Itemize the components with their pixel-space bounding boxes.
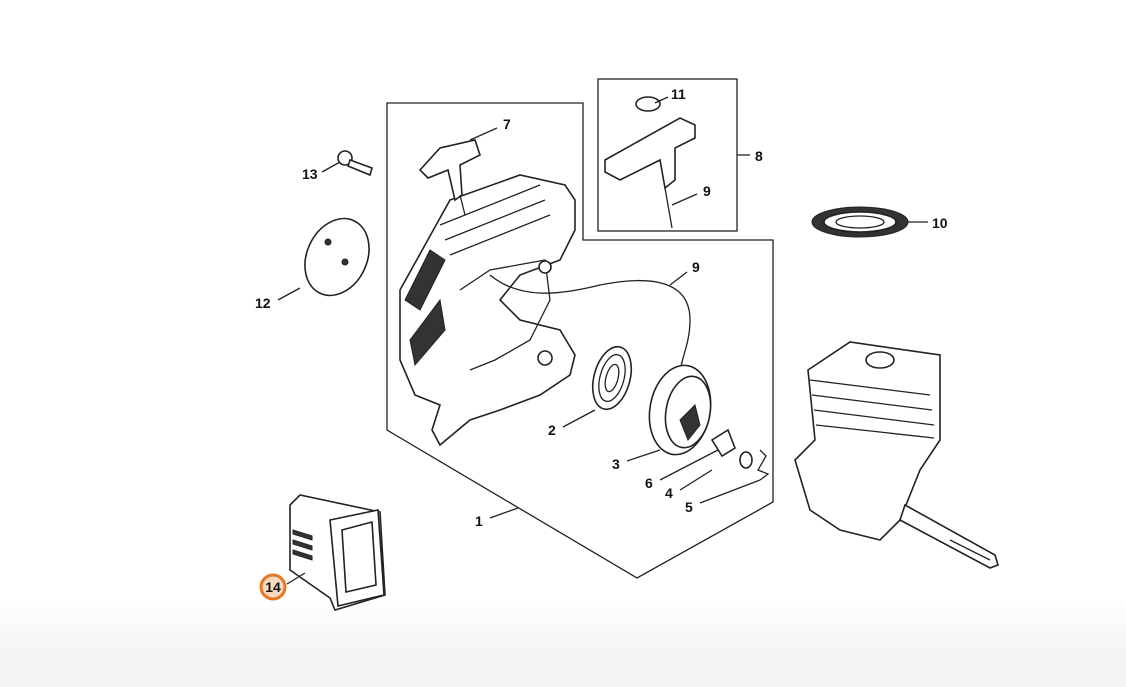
- starter-housing-part[interactable]: [399, 174, 576, 447]
- callout-13[interactable]: 13: [302, 166, 318, 182]
- callout-6[interactable]: 6: [645, 475, 653, 491]
- cover-disc-part[interactable]: [293, 208, 381, 306]
- shroud-part-14[interactable]: [289, 494, 386, 611]
- callout-11[interactable]: 11: [671, 86, 686, 102]
- assembly-1-outline: [386, 102, 774, 579]
- spring-clip-part[interactable]: [757, 449, 770, 481]
- callout-12[interactable]: 12: [255, 295, 271, 311]
- rope-rotor-part[interactable]: [643, 360, 718, 459]
- engine-block: [794, 341, 999, 569]
- callout-1[interactable]: 1: [475, 513, 483, 529]
- grip-cap-part[interactable]: [635, 96, 661, 112]
- callout-10[interactable]: 10: [932, 215, 948, 231]
- callout-9-rope[interactable]: 9: [692, 259, 700, 275]
- callout-2[interactable]: 2: [548, 422, 556, 438]
- callout-14-label: 14: [265, 579, 281, 595]
- grip-assembly-part[interactable]: [604, 117, 696, 229]
- screw-part[interactable]: [337, 150, 373, 177]
- washer-part[interactable]: [739, 451, 753, 469]
- callout-14-highlighted[interactable]: 14: [259, 573, 287, 601]
- starter-grip-part[interactable]: [418, 139, 481, 216]
- callout-4[interactable]: 4: [665, 485, 673, 501]
- callout-8[interactable]: 8: [755, 148, 763, 164]
- callout-3[interactable]: 3: [612, 456, 620, 472]
- starter-rope-part[interactable]: [489, 274, 691, 376]
- callout-7[interactable]: 7: [503, 116, 511, 132]
- rewind-spring-part[interactable]: [586, 342, 637, 413]
- leader-lines: [277, 96, 928, 585]
- callout-5[interactable]: 5: [685, 499, 693, 515]
- recoil-spring-part[interactable]: [811, 206, 909, 238]
- pawl-part[interactable]: [710, 428, 736, 458]
- callout-9-grip[interactable]: 9: [703, 183, 711, 199]
